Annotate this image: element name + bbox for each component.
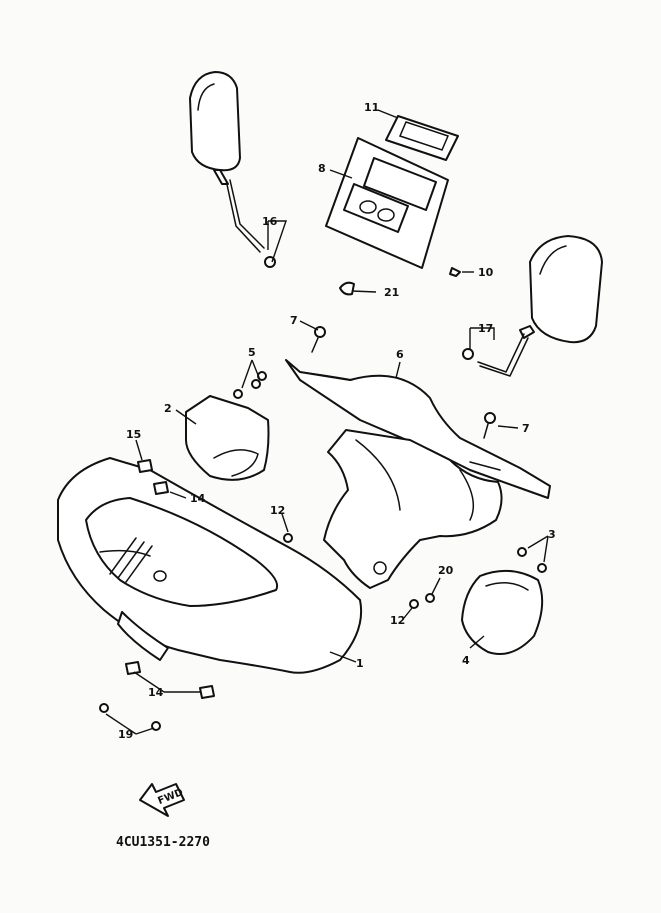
label-part-20: 20 [438, 564, 454, 577]
label-part-12-right: 12 [390, 614, 405, 627]
cover-4 [461, 569, 544, 655]
small-fasteners-top [339, 267, 461, 296]
label-part-11: 11 [364, 101, 379, 114]
label-part-7-right: 7 [522, 422, 530, 435]
front-handle-cover [57, 457, 363, 674]
label-part-6: 6 [396, 348, 404, 361]
label-part-15: 15 [126, 428, 141, 441]
label-part-5: 5 [248, 346, 256, 359]
drawing-code: 4CU1351-2270 [116, 835, 210, 850]
left-mirror [189, 71, 276, 268]
leader-lines [105, 109, 549, 735]
label-part-3: 3 [548, 528, 556, 541]
label-part-17: 17 [478, 322, 493, 335]
label-part-14-lower: 14 [148, 686, 164, 699]
rear-handle-cover [323, 429, 503, 589]
cover-2 [185, 395, 270, 481]
upper-handle-cover [285, 359, 551, 499]
forward-arrow-icon: FWD [139, 783, 185, 817]
label-part-1: 1 [356, 657, 364, 670]
label-part-10: 10 [478, 266, 494, 279]
label-part-21: 21 [384, 286, 399, 299]
label-part-12-left: 12 [270, 504, 285, 517]
label-part-8: 8 [318, 162, 326, 175]
right-mirror [462, 235, 603, 377]
meter-assembly [325, 115, 459, 269]
fasteners [99, 326, 547, 731]
label-part-19: 19 [118, 728, 133, 741]
label-part-16: 16 [262, 215, 278, 228]
label-part-2: 2 [164, 402, 172, 415]
label-part-4: 4 [462, 654, 470, 667]
label-part-14-upper: 14 [190, 492, 206, 505]
part-number-labels: 11 8 16 10 21 7 17 6 5 2 7 15 14 12 3 20… [118, 101, 556, 741]
label-part-7-top: 7 [290, 314, 298, 327]
